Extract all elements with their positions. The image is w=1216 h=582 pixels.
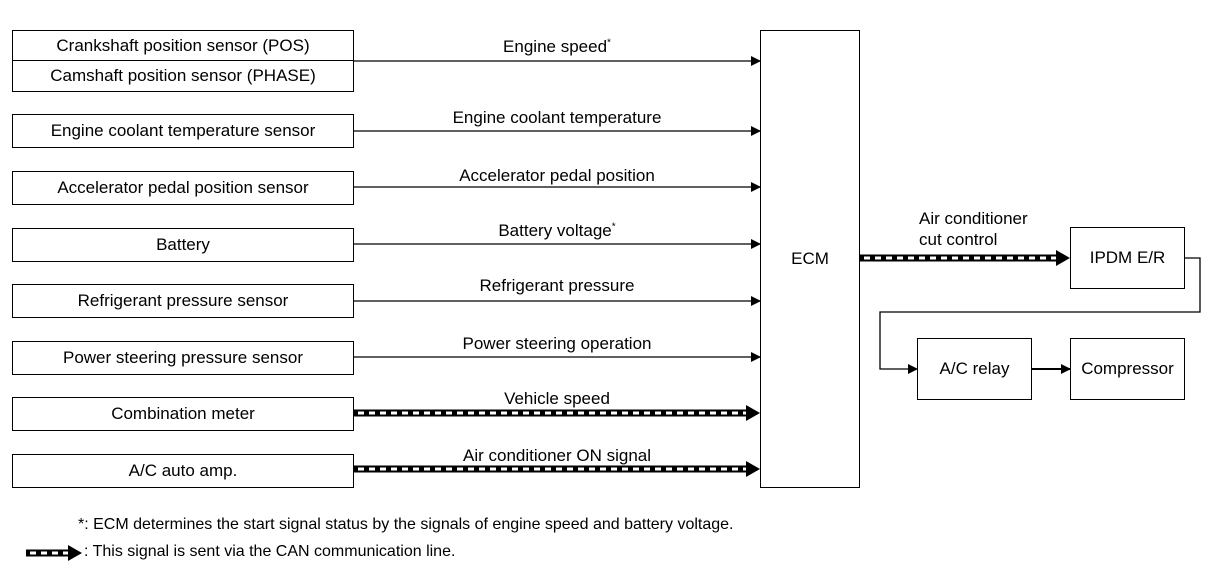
ac-auto-amp-box: A/C auto amp. — [12, 454, 354, 488]
ac-on-signal-label: Air conditioner ON signal — [462, 446, 652, 465]
ps-operation-label: Power steering operation — [462, 334, 652, 353]
cut-control-label: Air conditioner cut control — [919, 208, 1028, 250]
battery-voltage-label: Battery voltage* — [498, 221, 615, 241]
battery-voltage-text: Battery voltage — [498, 221, 612, 240]
ps-sensor-box: Power steering pressure sensor — [12, 341, 354, 375]
ac-relay-box: A/C relay — [917, 338, 1032, 400]
ipdm-box: IPDM E/R — [1070, 227, 1185, 289]
ac-on-can-arrow — [354, 461, 760, 477]
legend-can-arrow — [26, 545, 82, 561]
combo-meter-box: Combination meter — [12, 397, 354, 431]
refrig-sensor-box: Refrigerant pressure sensor — [12, 284, 354, 318]
engine-speed-label: Engine speed* — [503, 37, 611, 57]
crank-pos-sensor-label: Crankshaft position sensor (POS) — [13, 31, 353, 61]
asterisk-note: *: ECM determines the start signal statu… — [78, 516, 734, 533]
cut-control-line2: cut control — [919, 230, 998, 249]
can-note: : This signal is sent via the CAN commun… — [84, 543, 456, 560]
engine-speed-asterisk: * — [607, 37, 611, 49]
crank-cam-sensor-box: Crankshaft position sensor (POS) Camshaf… — [12, 30, 354, 92]
battery-box: Battery — [12, 228, 354, 262]
battery-voltage-asterisk: * — [611, 221, 616, 233]
cut-control-line1: Air conditioner — [919, 209, 1028, 228]
vehicle-speed-can-arrow — [354, 405, 760, 421]
cam-phase-sensor-label: Camshaft position sensor (PHASE) — [50, 66, 316, 85]
cut-control-can-arrow — [860, 250, 1070, 266]
coolant-temp-label: Engine coolant temperature — [452, 108, 662, 127]
accel-position-label: Accelerator pedal position — [459, 166, 655, 185]
accel-sensor-box: Accelerator pedal position sensor — [12, 171, 354, 205]
ecm-box: ECM — [760, 30, 860, 488]
engine-speed-text: Engine speed — [503, 37, 608, 56]
coolant-sensor-box: Engine coolant temperature sensor — [12, 114, 354, 148]
compressor-box: Compressor — [1070, 338, 1185, 400]
vehicle-speed-label: Vehicle speed — [504, 389, 610, 408]
refrig-pressure-label: Refrigerant pressure — [479, 276, 635, 295]
ipdm-to-relay-line — [879, 257, 1201, 374]
